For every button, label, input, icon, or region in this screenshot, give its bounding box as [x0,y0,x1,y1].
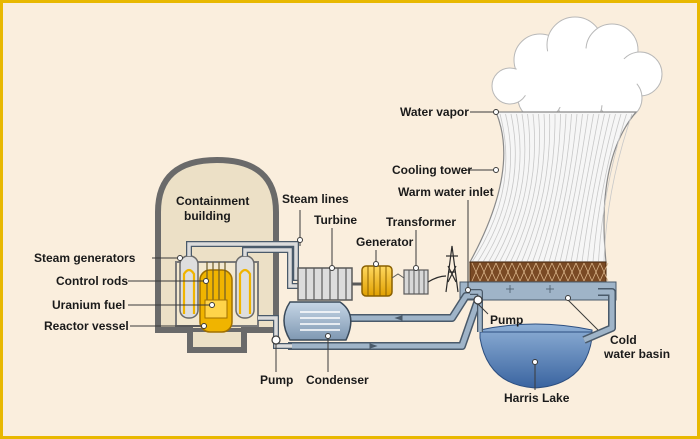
turbine [297,267,362,301]
harris-lake [479,323,593,389]
label-transformer: Transformer [386,215,456,229]
cooling-water-pipes [288,288,616,350]
cooling-tower [459,111,638,301]
label-control-rods: Control rods [56,274,128,288]
label-cooling-tower: Cooling tower [392,163,472,177]
label-condenser: Condenser [306,373,369,387]
label-cold-water-basin-2: water basin [603,347,670,361]
label-generator: Generator [356,235,414,249]
label-containment-building-2: building [184,209,231,223]
label-harris-lake: Harris Lake [504,391,570,405]
condenser [283,301,352,341]
pump-right-icon [473,295,483,305]
label-warm-water-inlet: Warm water inlet [398,185,494,199]
cold-water-basin [459,281,617,301]
steam-generator-right [235,255,255,319]
uranium-fuel [204,299,228,319]
label-uranium-fuel: Uranium fuel [52,298,125,312]
label-containment-building-1: Containment [176,194,249,208]
label-water-vapor: Water vapor [400,105,469,119]
generator [361,265,393,297]
transmission-tower [427,245,459,293]
containment-building [155,156,279,353]
leader-lines [128,111,599,390]
label-pump-left: Pump [260,373,293,387]
label-pump-right: Pump [490,313,523,327]
label-steam-lines: Steam lines [282,192,349,206]
steam-generator-left [179,255,199,319]
label-turbine: Turbine [314,213,357,227]
pump-left-icon [271,335,281,345]
label-cold-water-basin-1: Cold [610,333,637,347]
label-steam-generators: Steam generators [34,251,136,265]
label-reactor-vessel: Reactor vessel [44,319,129,333]
